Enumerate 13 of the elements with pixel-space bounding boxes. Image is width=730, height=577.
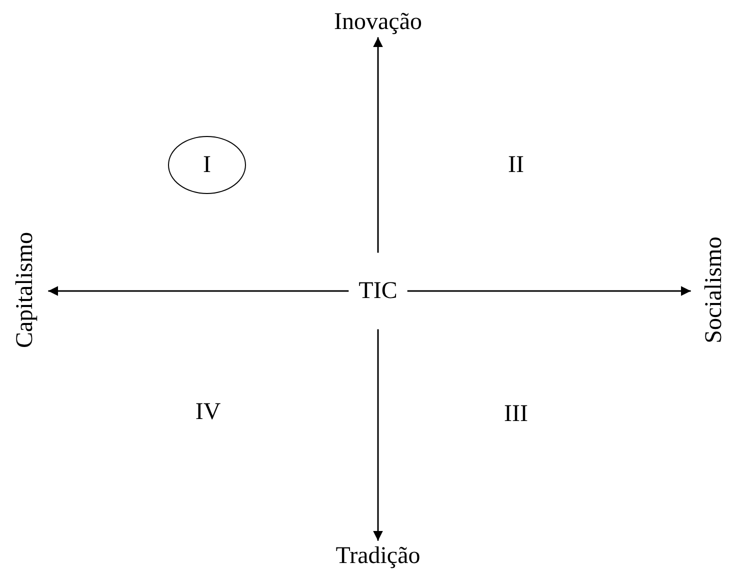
quadrant-numeral: III xyxy=(504,400,528,428)
axis-label: TIC xyxy=(358,278,398,304)
arrow xyxy=(48,286,349,296)
circled-numeral: I xyxy=(168,136,246,194)
axis-label: Socialismo xyxy=(700,236,728,344)
quadrant-numeral: II xyxy=(508,152,524,178)
axis-label: Capitalismo xyxy=(12,232,38,348)
axis-label: Inovação xyxy=(334,8,422,36)
arrow xyxy=(407,286,691,296)
axis-label: Tradição xyxy=(336,542,420,570)
arrow xyxy=(373,329,383,541)
quadrant-numeral: IV xyxy=(195,398,221,426)
arrow xyxy=(373,37,383,253)
